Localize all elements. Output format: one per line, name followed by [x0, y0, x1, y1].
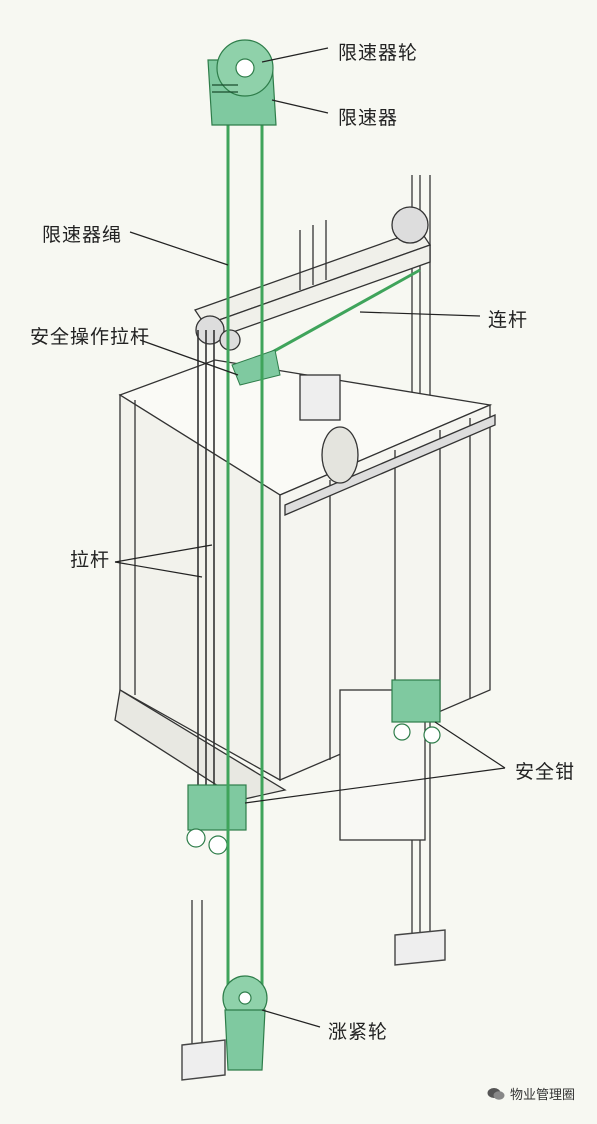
- guide-rail-left: [181, 900, 226, 1081]
- label-link-rod: 连杆: [488, 309, 529, 331]
- label-governor-rope: 限速器绳: [42, 224, 123, 246]
- label-tension-sheave: 涨紧轮: [328, 1021, 389, 1043]
- tension-sheave: [222, 975, 268, 1071]
- label-pull-rods: 拉杆: [70, 549, 111, 571]
- elevator-car: [114, 359, 496, 841]
- pull-rods: [197, 330, 215, 800]
- governor-rope: [226, 95, 264, 1000]
- label-safety-operating-lever: 安全操作拉杆: [30, 326, 151, 348]
- safety-gear-left: [186, 784, 247, 855]
- safety-gear-right: [391, 679, 441, 744]
- wechat-logo-icon: [487, 1087, 505, 1100]
- leader-lines: [114, 47, 506, 1028]
- governor: [207, 39, 277, 126]
- label-governor: 限速器: [338, 107, 399, 129]
- label-safety-gear: 安全钳: [515, 761, 576, 783]
- watermark: 物业管理圈: [487, 1084, 575, 1103]
- label-governor-sheave: 限速器轮: [338, 42, 419, 64]
- watermark-text: 物业管理圈: [510, 1088, 576, 1103]
